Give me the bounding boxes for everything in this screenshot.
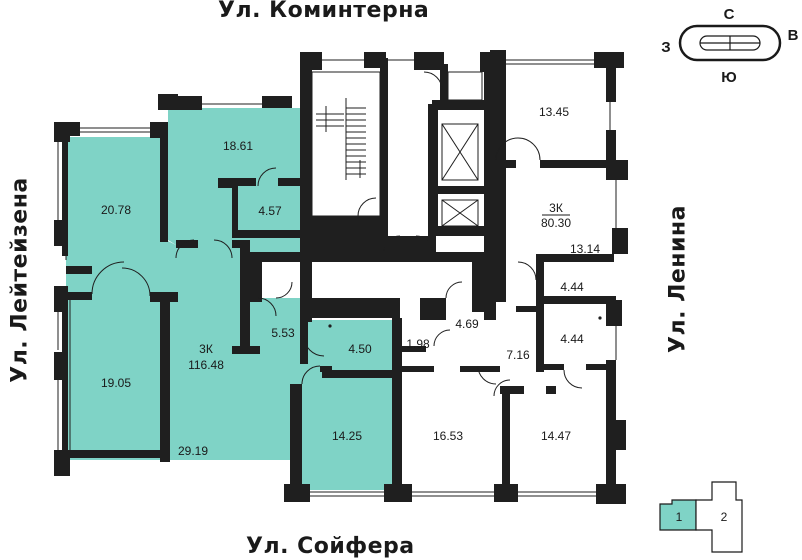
apt-right-type: 3К: [549, 201, 563, 215]
apt-left-area: 116.48: [188, 358, 224, 372]
room-label-29-19: 29.19: [178, 444, 208, 458]
room-label-13-45: 13.45: [539, 105, 569, 119]
apt-left-hall[interactable]: [168, 230, 400, 490]
room-label-4-57: 4.57: [258, 204, 282, 218]
room-label-5-53: 5.53: [271, 326, 295, 340]
section-2[interactable]: [695, 481, 743, 553]
compass-south: Ю: [721, 69, 736, 86]
room-label-20-78: 20.78: [101, 203, 131, 217]
section-2-label: 2: [721, 510, 728, 524]
room-label-4-44-upper: 4.44: [560, 280, 584, 294]
compass: С Ю З В: [661, 6, 798, 86]
compass-west: З: [661, 39, 670, 56]
room-label-16-53: 16.53: [433, 429, 463, 443]
section-keyplan: 1 2: [659, 481, 743, 553]
street-label-bottom: Ул. Сойфера: [246, 534, 415, 559]
room-label-18-61: 18.61: [223, 139, 253, 153]
compass-east: В: [788, 27, 799, 44]
walls: [54, 50, 628, 504]
room-label-14-47: 14.47: [541, 429, 571, 443]
section-1-label: 1: [676, 510, 683, 524]
room-label-1-98: 1.98: [406, 337, 430, 351]
room-label-13-14: 13.14: [570, 242, 600, 256]
room-label-7-16: 7.16: [506, 348, 530, 362]
apt-left-room-west[interactable]: [66, 137, 176, 460]
room-label-4-69: 4.69: [455, 317, 479, 331]
room-label-14-25: 14.25: [332, 429, 362, 443]
compass-north: С: [724, 6, 735, 23]
selected-apartment[interactable]: [66, 108, 400, 490]
apt-left-type: 3К: [199, 342, 213, 356]
room-label-4-50: 4.50: [348, 342, 372, 356]
room-label-19-05: 19.05: [101, 376, 131, 390]
room-label-4-44-lower: 4.44: [560, 332, 584, 346]
street-label-top: Ул. Коминтерна: [218, 0, 430, 23]
apt-right-area: 80.30: [541, 216, 571, 230]
